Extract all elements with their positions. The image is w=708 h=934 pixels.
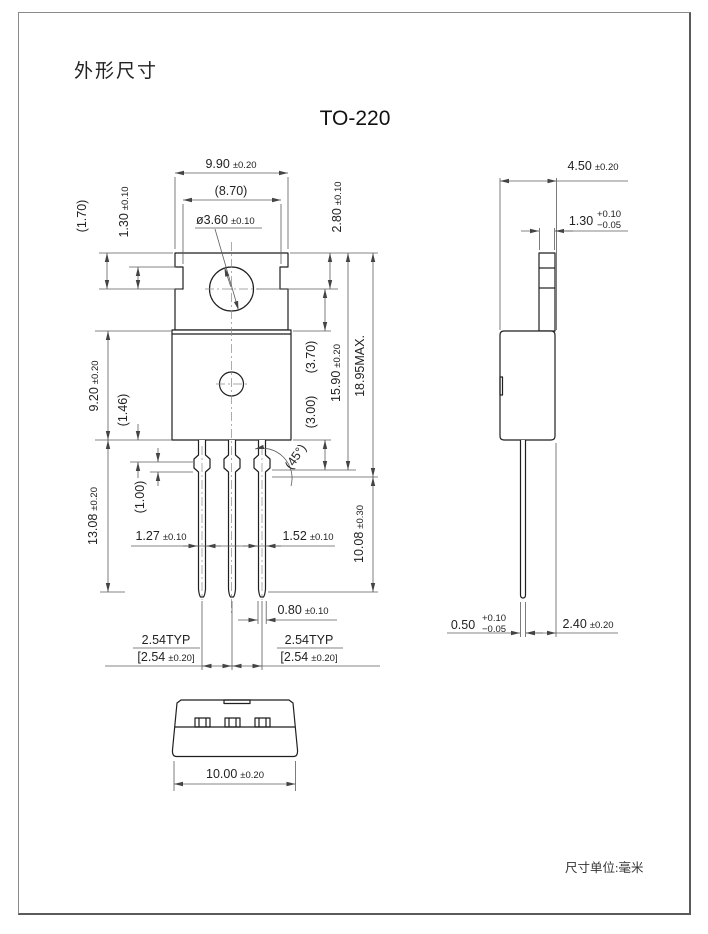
- dim-body-to-shoulder-ref: (3.00): [304, 396, 318, 429]
- dim-pitch-left-typ: 2.54TYP: [142, 633, 191, 647]
- dim-tab-thickness: 1.30: [569, 214, 593, 228]
- side-lead: [519, 440, 527, 599]
- dim-lead-gap: 1.27±0.10: [135, 529, 186, 543]
- dim-tab-thickness-tol-plus: +0.10: [597, 209, 621, 220]
- dim-tab-step-ref: (1.70): [75, 200, 89, 233]
- bottom-outline: [171, 699, 299, 758]
- dim-pitch-right-tol: [2.54±0.20]: [280, 650, 337, 664]
- page-title: 外形尺寸: [74, 60, 158, 82]
- dim-total-height-max: 18.95MAX.: [353, 335, 367, 397]
- dim-shoulder-length-ref: (1.00): [133, 481, 147, 514]
- dim-body-depth: 4.50±0.20: [567, 159, 618, 173]
- front-view: [171, 242, 292, 614]
- dim-pitch-left-tol: [2.54±0.20]: [137, 650, 194, 664]
- dim-chamfer-angle: (45°): [282, 442, 309, 472]
- dim-hole-offset: 2.80±0.10: [330, 181, 344, 232]
- dim-lead-length: 10.08±0.30: [352, 505, 366, 563]
- side-view: [447, 178, 628, 637]
- dim-notch-offset: 1.30±0.10: [117, 186, 131, 237]
- dim-tab-body-height: 15.90±0.20: [329, 344, 343, 402]
- unit-note: 尺寸单位:毫米: [565, 860, 644, 875]
- dim-shoulder-offset-ref: (1.46): [116, 394, 130, 427]
- dim-shoulder-width: 1.52±0.10: [282, 529, 333, 543]
- package-name: TO-220: [320, 107, 391, 130]
- dim-hole-diameter: ø3.60±0.10: [196, 213, 255, 227]
- dim-lead-width: 0.80±0.10: [277, 603, 328, 617]
- dim-tab-thickness-tol-minus: −0.05: [597, 220, 621, 231]
- dim-top-width: 9.90±0.20: [205, 157, 256, 171]
- dim-lead-thickness-tol-minus: −0.05: [482, 624, 506, 635]
- dim-bottom-width: 10.00±0.20: [206, 767, 264, 781]
- dim-lead-thickness: 0.50: [451, 618, 475, 632]
- front-view-dimensions: [95, 170, 380, 670]
- dim-body-height: 9.20±0.20: [87, 360, 101, 411]
- dim-inner-width: (8.70): [215, 184, 248, 198]
- side-body-mark: [499, 376, 504, 396]
- side-tab: [538, 252, 556, 332]
- bottom-notch: [223, 699, 251, 705]
- dim-pitch-right-typ: 2.54TYP: [285, 633, 334, 647]
- dim-lead-to-back: 2.40±0.20: [562, 617, 613, 631]
- dim-lead-thickness-tol-plus: +0.10: [482, 613, 506, 624]
- lead-2: [223, 440, 241, 598]
- bottom-view: [171, 699, 299, 791]
- sheet-border: [18, 12, 691, 915]
- bottom-pin-sections: [194, 717, 271, 728]
- side-body: [499, 330, 556, 441]
- dim-hole-to-body-ref: (3.70): [304, 341, 318, 374]
- dim-body-to-tip: 13.08±0.20: [86, 487, 100, 545]
